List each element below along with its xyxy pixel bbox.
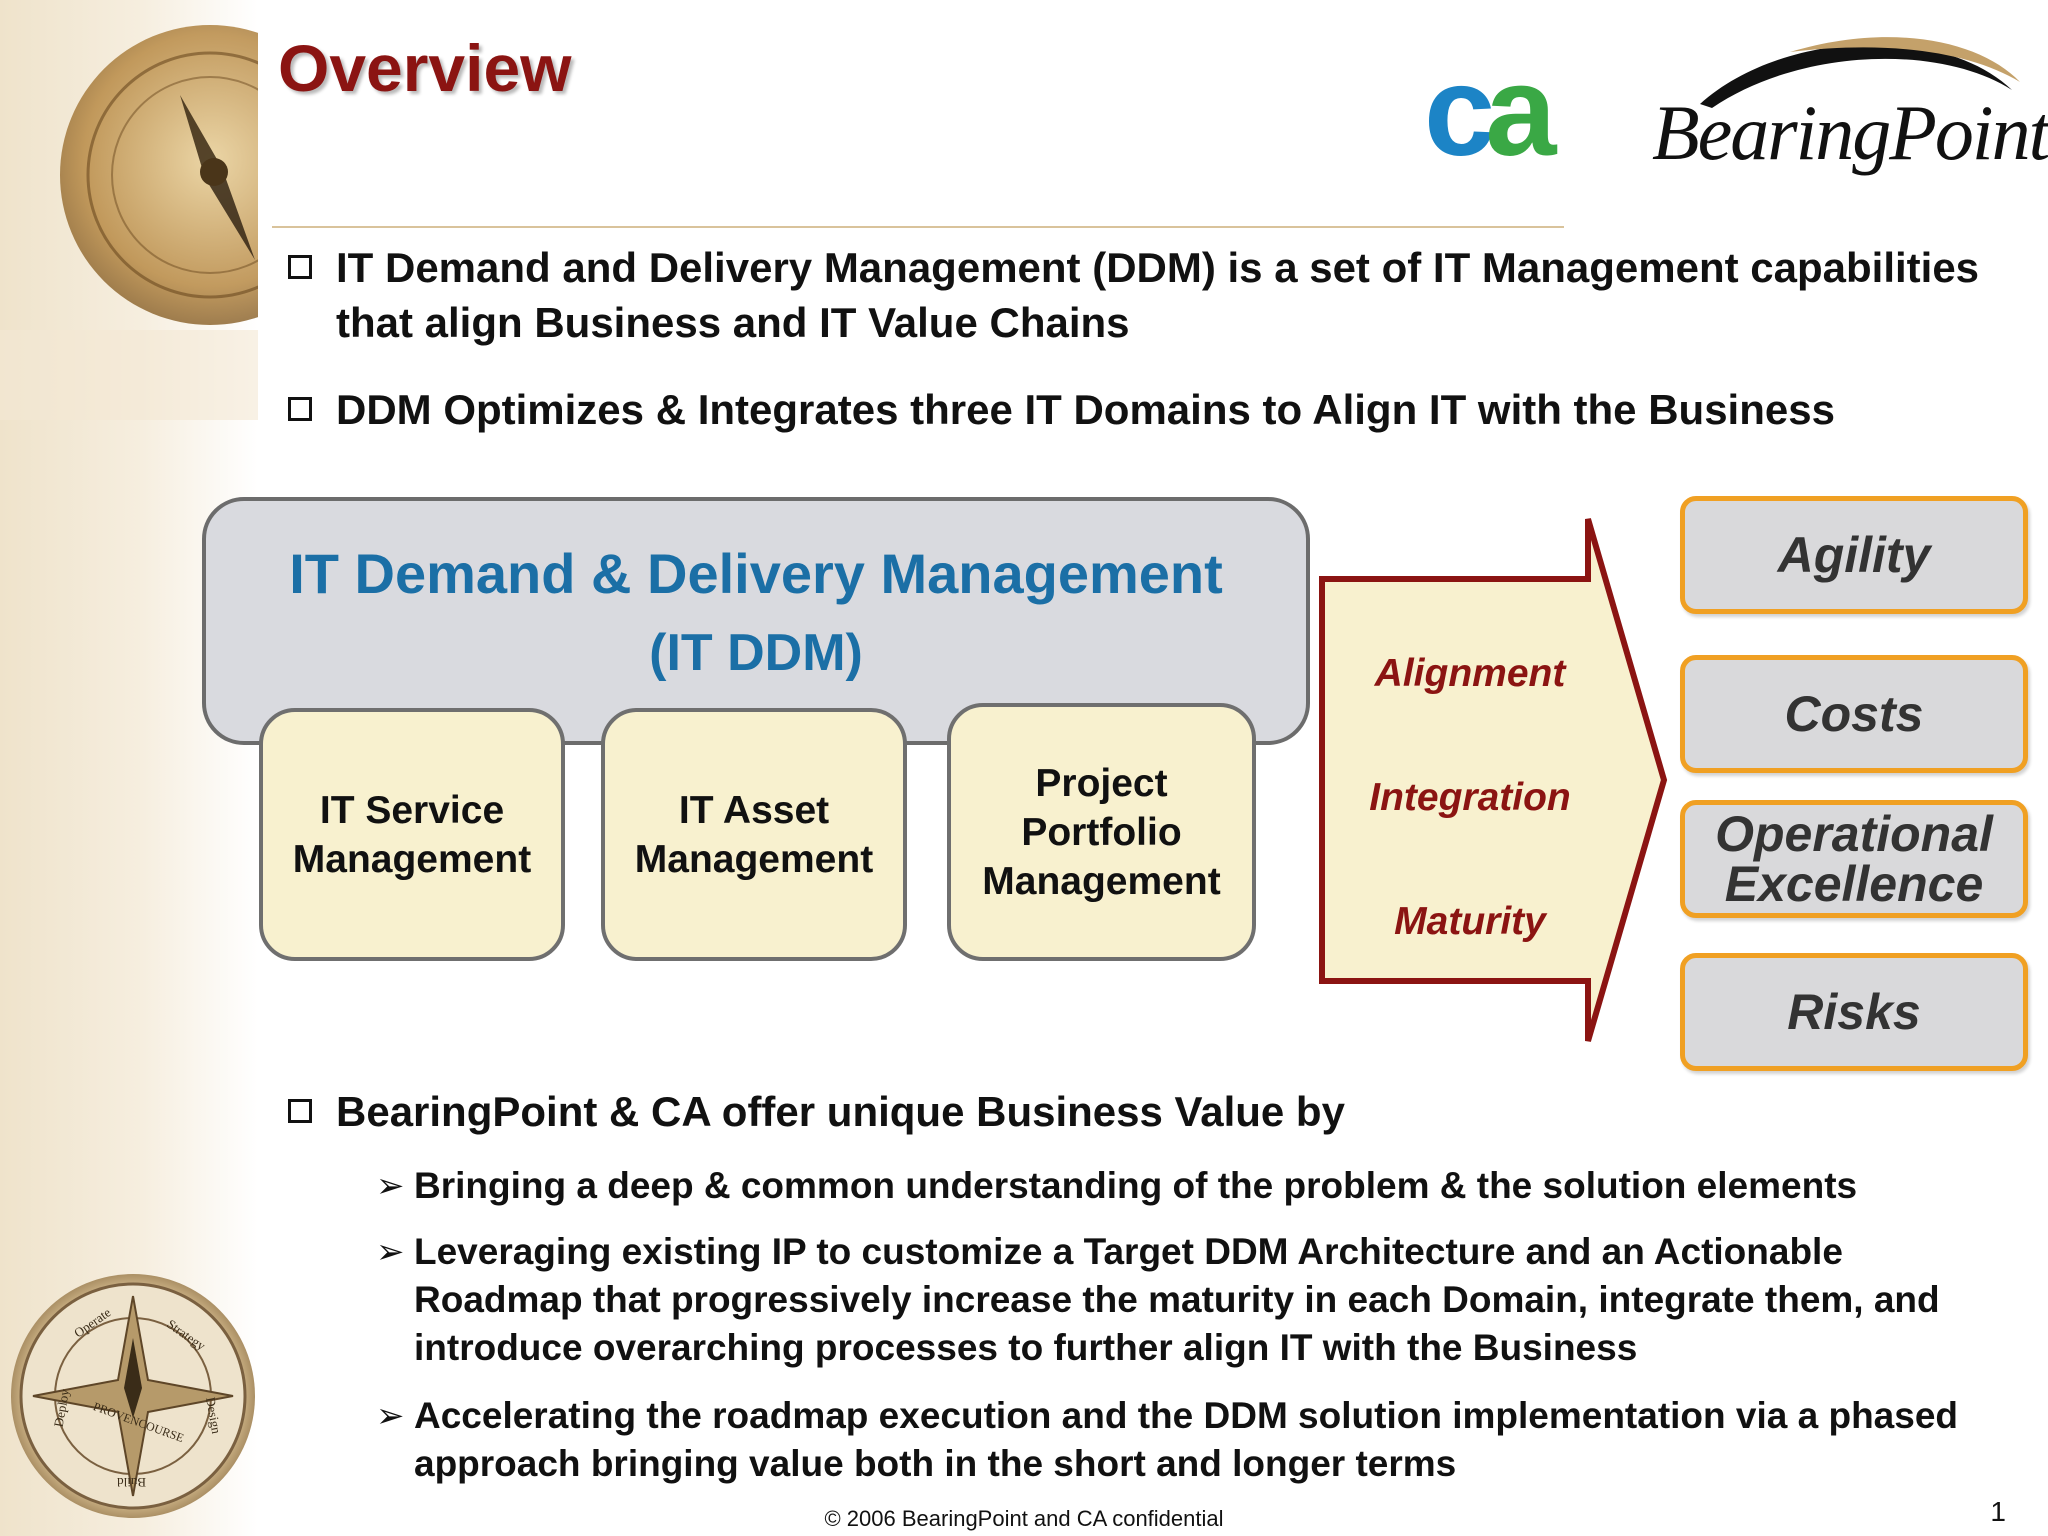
arrow-word-integration: Integration <box>1369 776 1571 819</box>
domain-project-portfolio-management: Project Portfolio Management <box>947 703 1256 961</box>
svg-text:Design: Design <box>203 1396 224 1435</box>
arrow-word-maturity: Maturity <box>1394 900 1546 943</box>
domain-label: Project Portfolio Management <box>982 761 1221 903</box>
outcome-operational-excellence: Operational Excellence <box>1680 800 2028 918</box>
outcome-label: Agility <box>1777 527 1931 583</box>
sub-bullet-text: Bringing a deep & common understanding o… <box>414 1165 1858 1206</box>
outcome-label: Operational Excellence <box>1715 806 1993 912</box>
bullet-ddm-definition: IT Demand and Delivery Management (DDM) … <box>288 240 1988 350</box>
ddm-title: IT Demand & Delivery Management <box>289 542 1223 605</box>
outcome-label: Risks <box>1787 984 1921 1040</box>
bullet-business-value: BearingPoint & CA offer unique Business … <box>288 1084 1988 1139</box>
bearingpoint-logo-text: BearingPoint. <box>1652 89 2048 176</box>
sub-bullet-text: Accelerating the roadmap execution and t… <box>414 1395 1959 1484</box>
ca-logo: ca <box>1424 60 1567 170</box>
outcome-agility: Agility <box>1680 496 2028 614</box>
domain-it-service-management: IT Service Management <box>259 708 565 961</box>
arrow-word-alignment: Alignment <box>1374 652 1566 695</box>
page-number: 1 <box>1990 1496 2006 1527</box>
ddm-subtitle: (IT DDM) <box>649 624 863 682</box>
outcome-costs: Costs <box>1680 655 2028 773</box>
footer-copyright: © 2006 BearingPoint and CA confidential <box>824 1506 1224 1531</box>
sub-bullet: ➢ Bringing a deep & common understanding… <box>376 1162 1996 1210</box>
svg-text:Build: Build <box>117 1475 146 1490</box>
bullet-text: BearingPoint & CA offer unique Business … <box>336 1088 1345 1135</box>
domain-label: IT Asset Management <box>634 788 874 881</box>
compass-icon <box>0 25 258 420</box>
checkbox-bullet-icon <box>288 397 312 421</box>
sub-bullet: ➢ Leveraging existing IP to customize a … <box>376 1228 1996 1372</box>
ca-logo-text: ca <box>1424 60 1557 170</box>
checkbox-bullet-icon <box>288 1099 312 1123</box>
bullet-text: IT Demand and Delivery Management (DDM) … <box>336 244 1980 346</box>
bullet-text: DDM Optimizes & Integrates three IT Doma… <box>336 386 1835 433</box>
bearingpoint-swoosh-icon <box>1700 37 2020 108</box>
sub-bullet: ➢ Accelerating the roadmap execution and… <box>376 1392 1996 1488</box>
checkbox-bullet-icon <box>288 255 312 279</box>
domain-it-asset-management: IT Asset Management <box>601 708 907 961</box>
title-divider <box>272 226 1564 228</box>
provencourse-seal-icon: Operate Strategy Design Build Deploy PRO… <box>11 1274 255 1518</box>
right-arrow-icon <box>1319 518 1668 1042</box>
outcome-risks: Risks <box>1680 953 2028 1071</box>
bullet-ddm-optimizes: DDM Optimizes & Integrates three IT Doma… <box>288 382 2028 437</box>
outcome-label: Costs <box>1784 686 1924 742</box>
domain-label: IT Service Management <box>292 788 532 881</box>
arrow-bullet-icon: ➢ <box>376 1397 405 1435</box>
arrow-bullet-icon: ➢ <box>376 1233 405 1271</box>
arrow-bullet-icon: ➢ <box>376 1167 405 1205</box>
sub-bullet-text: Leveraging existing IP to customize a Ta… <box>414 1231 1940 1368</box>
svg-text:Deploy: Deploy <box>51 1387 73 1428</box>
slide-title: Overview <box>278 31 572 105</box>
